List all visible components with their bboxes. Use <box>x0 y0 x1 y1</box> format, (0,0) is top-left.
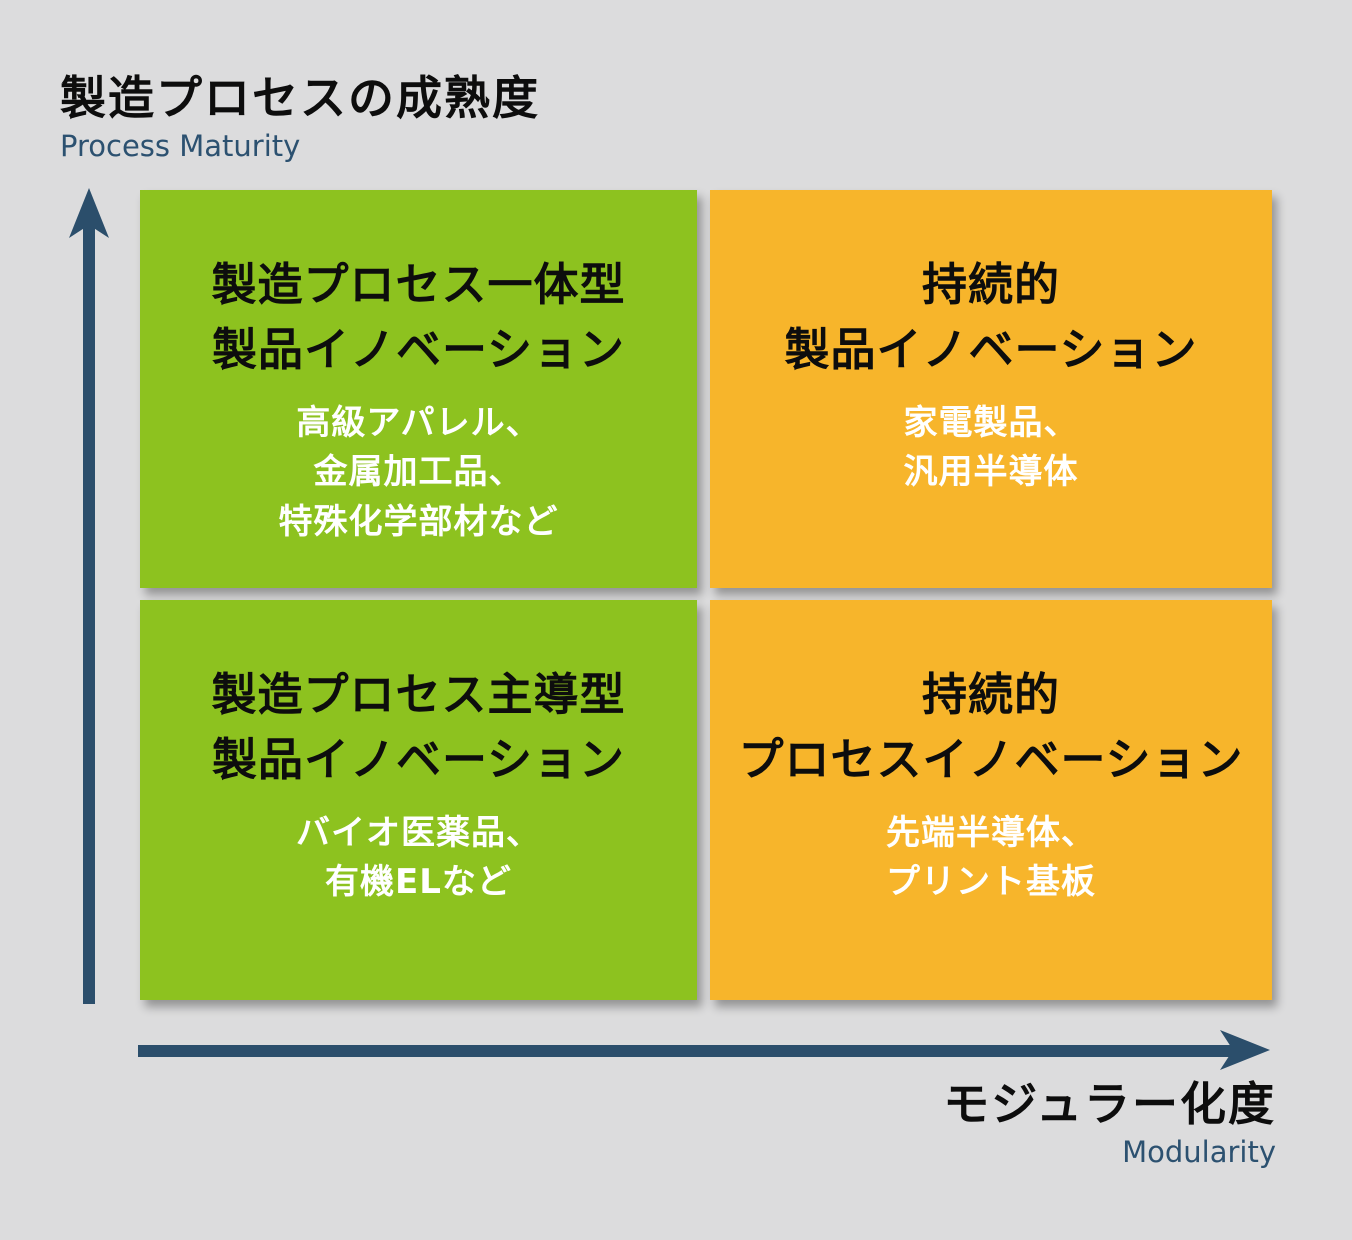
quadrant-example-line: 金属加工品、 <box>313 452 524 493</box>
quadrant-example-line: 特殊化学部材など <box>278 502 559 543</box>
quadrant-title: 製造プロセス主導型 製品イノベーション <box>140 662 697 793</box>
x-axis-title-en: Modularity <box>1122 1134 1276 1169</box>
quadrant-example-line: 高級アパレル、 <box>296 402 541 443</box>
quadrant-examples: バイオ医薬品、 有機ELなど <box>140 809 697 909</box>
quadrant-title-line: 持続的 <box>921 258 1060 311</box>
quadrant-example-line: 家電製品、 <box>903 402 1079 443</box>
quadrant-title-line: 持続的 <box>921 668 1060 721</box>
quadrant-example-line: 汎用半導体 <box>903 452 1079 493</box>
quadrant-example-line: プリント基板 <box>886 862 1096 903</box>
quadrant-sustained-process-innovation: 持続的 プロセスイノベーション 先端半導体、 プリント基板 <box>710 600 1272 1000</box>
quadrant-sustained-product-innovation: 持続的 製品イノベーション 家電製品、 汎用半導体 <box>710 190 1272 588</box>
quadrant-title: 持続的 プロセスイノベーション <box>710 662 1272 793</box>
y-axis-label: 製造プロセスの成熟度 Process Maturity <box>60 72 540 164</box>
y-axis-title-jp: 製造プロセスの成熟度 <box>60 71 540 125</box>
x-axis-arrow-icon <box>138 1030 1270 1070</box>
quadrant-process-integrated-product-innovation: 製造プロセス一体型 製品イノベーション 高級アパレル、 金属加工品、 特殊化学部… <box>140 190 697 588</box>
quadrant-example-line: バイオ医薬品、 <box>296 812 541 853</box>
quadrant-example-line: 先端半導体、 <box>886 812 1096 853</box>
quadrant-title-line: 製造プロセス主導型 <box>211 668 626 721</box>
x-axis-label: モジュラー化度 Modularity <box>943 1078 1276 1170</box>
x-axis-title-jp: モジュラー化度 <box>943 1077 1276 1131</box>
quadrant-title-line: 製品イノベーション <box>784 323 1198 377</box>
quadrant-title: 持続的 製品イノベーション <box>710 252 1272 383</box>
quadrant-title-line: 製造プロセス一体型 <box>211 258 626 311</box>
y-axis-title-en: Process Maturity <box>60 128 301 163</box>
y-axis-arrow-icon <box>69 188 109 1004</box>
quadrant-example-line: 有機ELなど <box>325 862 512 903</box>
quadrant-title-line: 製品イノベーション <box>211 733 626 787</box>
quadrant-title-line: 製品イノベーション <box>211 323 626 377</box>
quadrant-examples: 家電製品、 汎用半導体 <box>710 399 1272 499</box>
quadrant-title: 製造プロセス一体型 製品イノベーション <box>140 252 697 383</box>
quadrant-title-line: プロセスイノベーション <box>738 733 1244 787</box>
quadrant-examples: 高級アパレル、 金属加工品、 特殊化学部材など <box>140 399 697 549</box>
quadrant-process-driven-product-innovation: 製造プロセス主導型 製品イノベーション バイオ医薬品、 有機ELなど <box>140 600 697 1000</box>
quadrant-examples: 先端半導体、 プリント基板 <box>710 809 1272 909</box>
